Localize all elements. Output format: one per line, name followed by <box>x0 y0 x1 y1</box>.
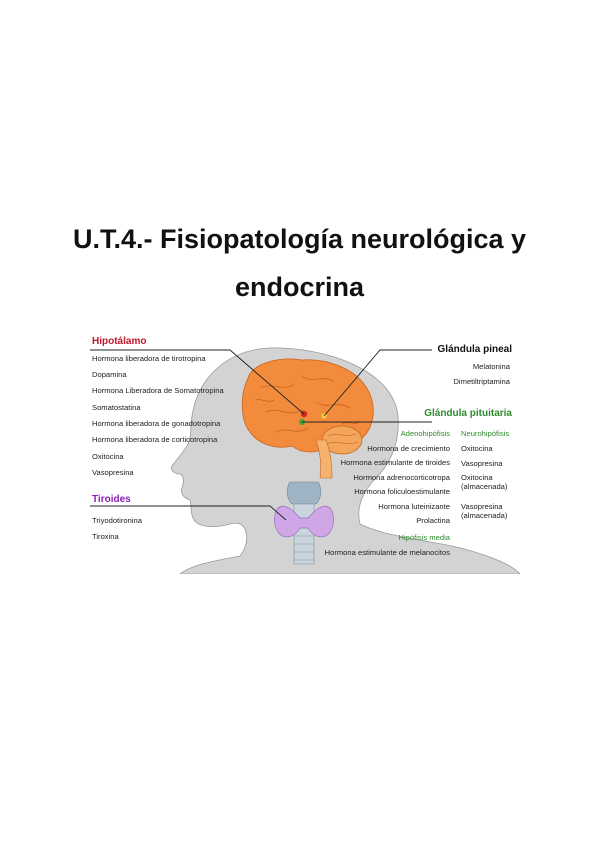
hipotalamo-item: Somatostatina <box>92 403 141 412</box>
hipotalamo-item: Hormona liberadora de tirotropina <box>92 354 206 363</box>
thyroid-icon <box>274 505 334 538</box>
leader-tiroides <box>90 505 287 521</box>
adenohipofisis-item: Prolactina <box>416 516 450 525</box>
tiroides-heading: Tiroides <box>92 494 131 505</box>
document-title-line-2: endocrina <box>234 272 365 302</box>
trachea-icon <box>293 503 315 565</box>
hipofisis-media-heading: Hipófisis media <box>398 533 451 542</box>
leader-lines <box>90 349 432 521</box>
hipotalamo-item: Vasopresina <box>92 468 134 477</box>
neurohipofisis-item: Vasopresina <box>461 459 503 468</box>
tiroides-item: Triyodotironina <box>92 516 142 525</box>
tiroides-item: Tiroxina <box>92 532 119 541</box>
adenohipofisis-item: Hormona de crecimiento <box>367 444 450 453</box>
pineal-item: Dimetiltriptamina <box>453 377 510 386</box>
larynx-icon <box>286 481 322 505</box>
leader-pineal <box>323 349 432 417</box>
pituitaria-heading: Glándula pituitaria <box>424 408 512 419</box>
adenohipofisis-item: Hormona adrenocorticotropa <box>353 473 450 482</box>
hipotalamo-heading: Hipotálamo <box>92 336 147 347</box>
adenohipofisis-item: Hormona luteinizante <box>378 502 450 511</box>
adenohipofisis-item: Hormona estimulante de tiroides <box>340 458 450 467</box>
hipotalamo-item: Hormona liberadora de gonadotropina <box>92 419 221 428</box>
hipotalamo-item: Hormona Liberadora de Somatotropina <box>92 386 224 395</box>
neurohipofisis-item: Vasopresina (almacenada) <box>461 502 508 520</box>
neurohipofisis-item: Oxitocina (almacenada) <box>461 473 508 491</box>
hipotalamo-item: Oxitocina <box>92 452 124 461</box>
brain-folds <box>255 375 361 433</box>
neurohipofisis-heading: Neurohipófisis <box>461 429 510 438</box>
endocrine-diagram: Hipotálamo Hormona liberadora de tirotro… <box>80 328 520 574</box>
adenohipofisis-heading: Adenohipófisis <box>400 429 450 438</box>
brainstem-icon <box>315 439 333 479</box>
hipotalamo-item: Hormona liberadora de corticotropina <box>92 435 218 444</box>
hipotalamo-item: Dopamina <box>92 370 127 379</box>
endocrine-illustration <box>90 347 520 574</box>
hipofisis-media-item: Hormona estimulante de melanocitos <box>324 548 450 557</box>
adenohipofisis-item: Hormona foliculoestimulante <box>354 487 450 496</box>
document-title-line-1: U.T.4.- Fisiopatología neurológica y <box>72 224 527 254</box>
leader-hipotalamo <box>90 349 305 415</box>
pineal-item: Melatonina <box>472 362 510 371</box>
pineal-heading: Glándula pineal <box>437 344 512 355</box>
neurohipofisis-item: Oxitocina <box>461 444 493 453</box>
